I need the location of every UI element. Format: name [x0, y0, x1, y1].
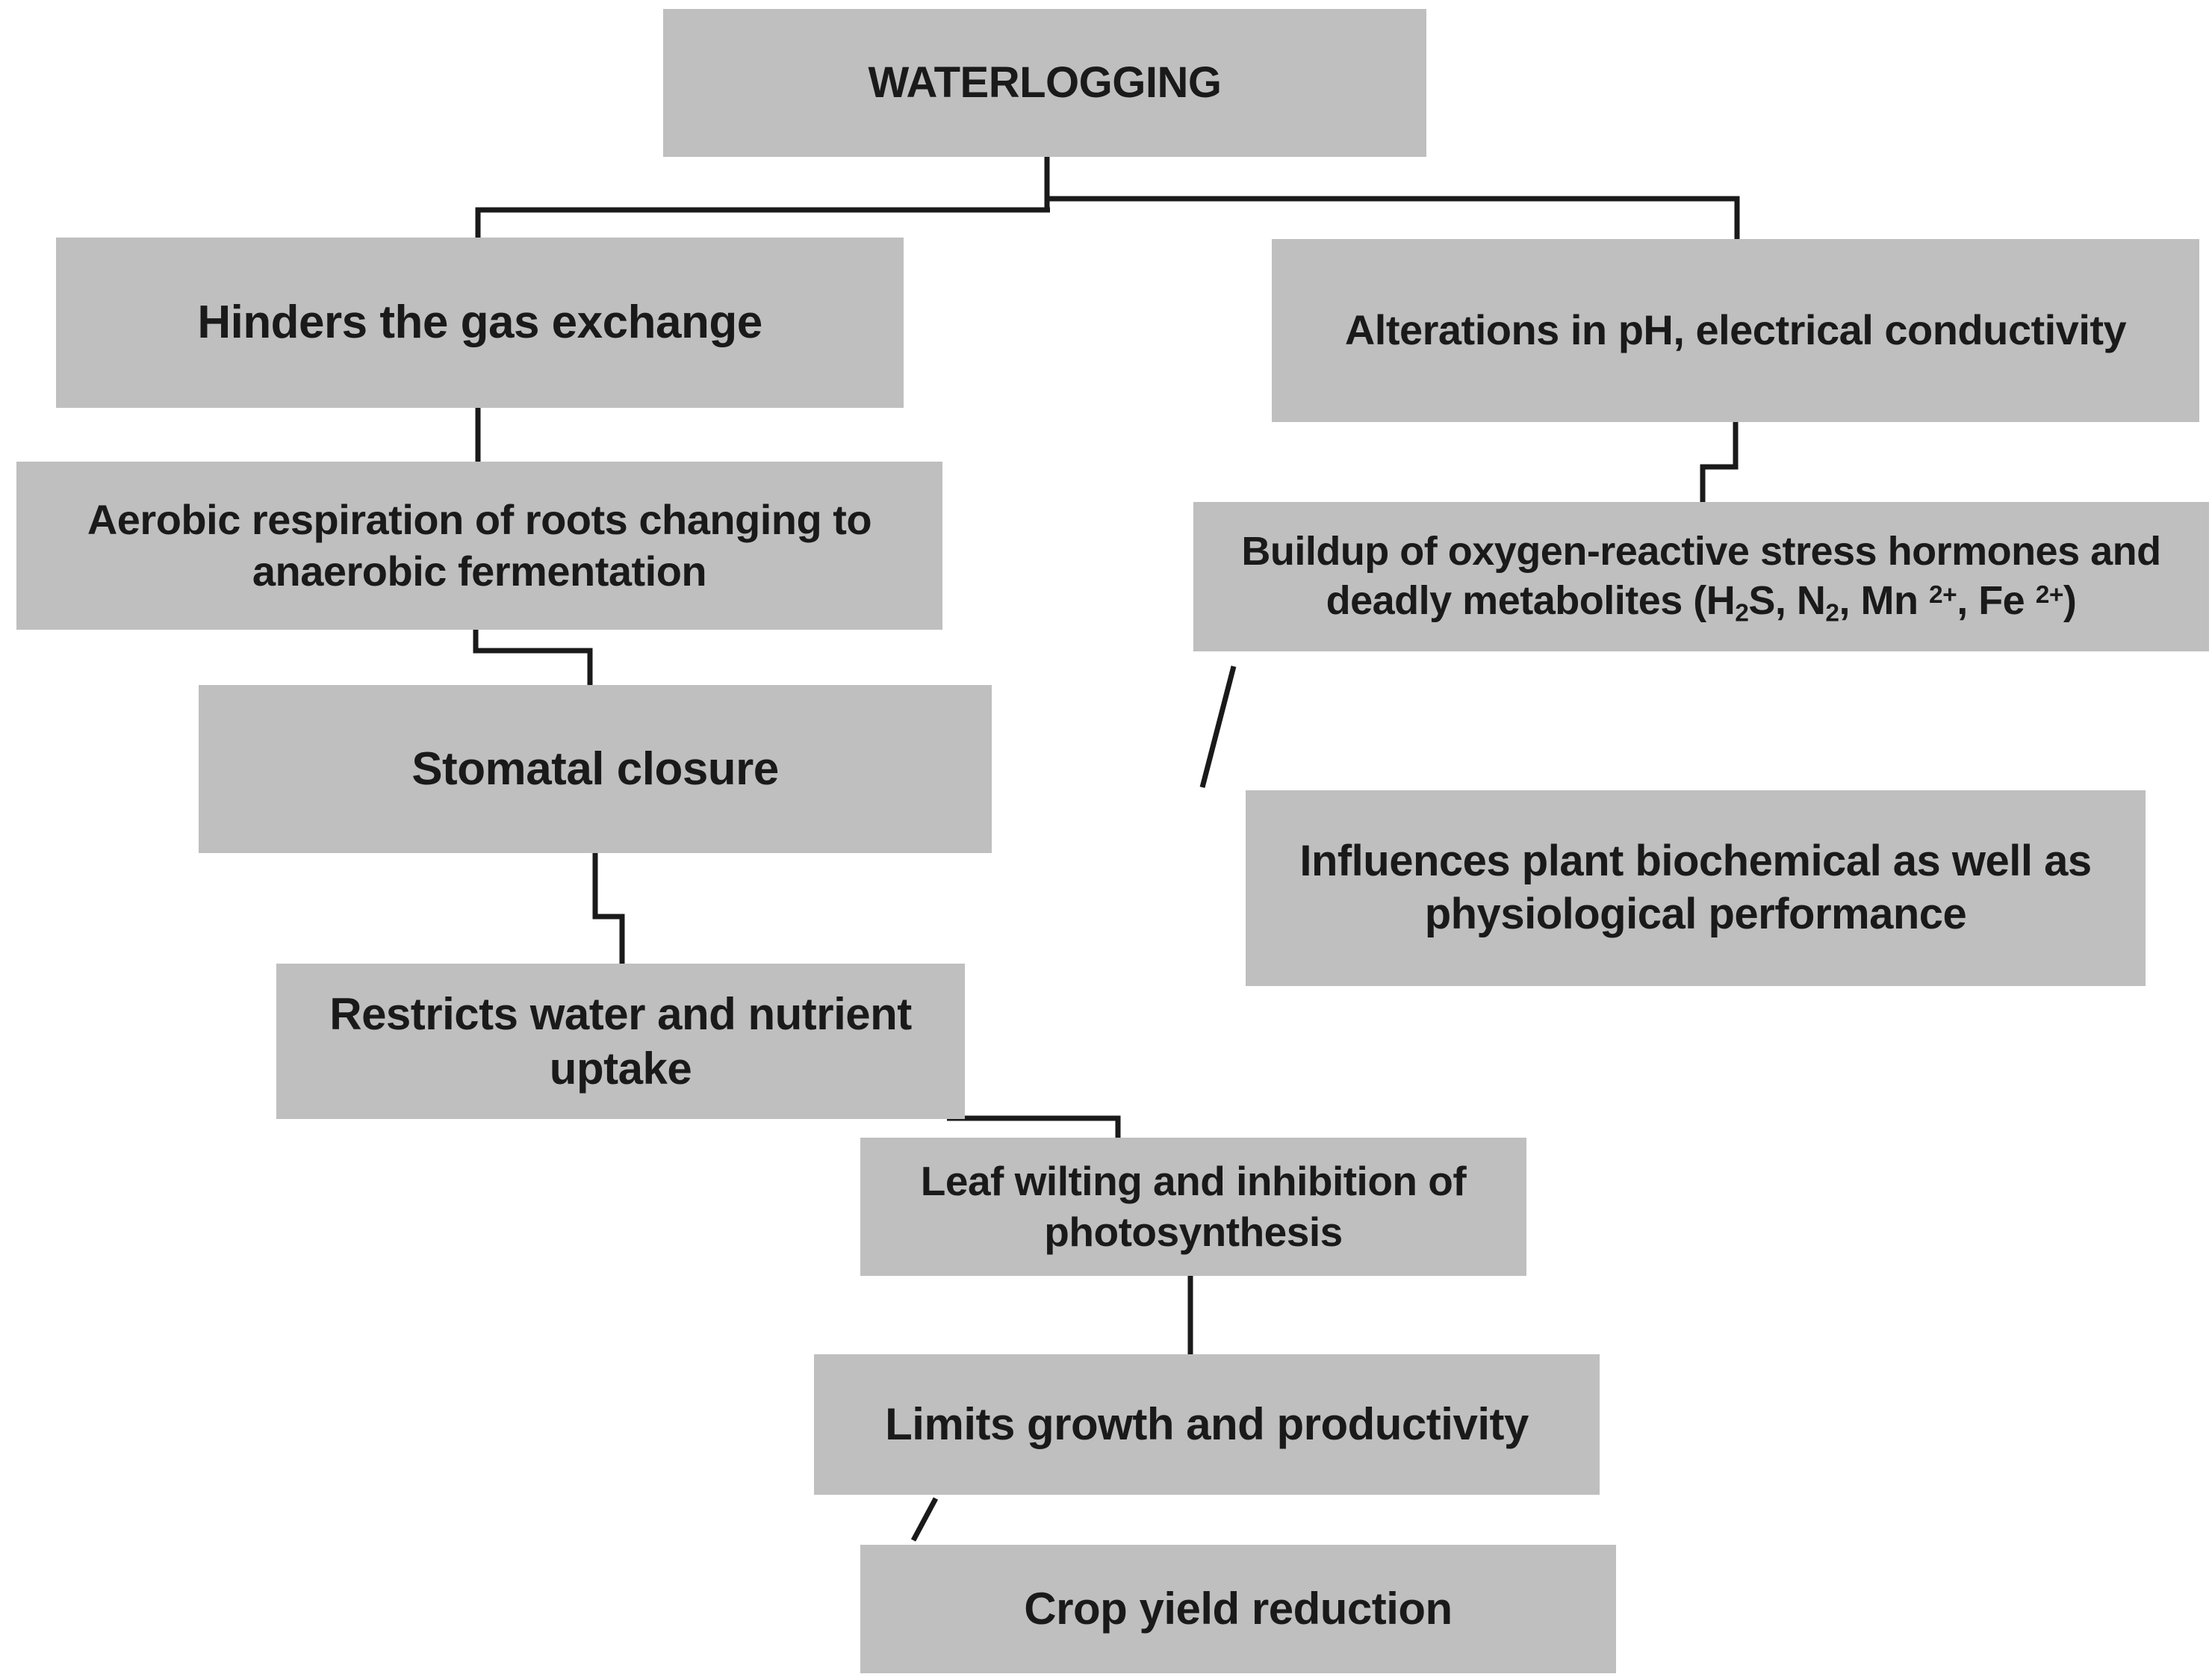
connector-alterations-to-buildup: [1700, 422, 1739, 502]
node-buildup-stress-hormones: Buildup of oxygen-reactive stress hormon…: [1193, 502, 2209, 651]
node-aerobic-label: Aerobic respiration of roots changing to…: [87, 496, 872, 595]
node-aerobic-to-anaerobic: Aerobic respiration of roots changing to…: [16, 462, 942, 630]
buildup-line2-text: S, N: [1748, 578, 1826, 623]
node-restricts-label: Restricts water and nutrient uptake: [329, 988, 912, 1094]
node-hinders-gas-exchange: Hinders the gas exchange: [56, 238, 904, 408]
buildup-line2-text: deadly metabolites (H: [1326, 578, 1736, 623]
connector-aerobic-to-stomatal: [473, 630, 593, 685]
buildup-line2-text: , Fe: [1957, 578, 2036, 623]
connector-restricts-to-leaf: [947, 1115, 1121, 1138]
node-alterations-ph-conductivity: Alterations in pH, electrical conductivi…: [1272, 239, 2199, 422]
node-leaf-label: Leaf wilting and inhibition of photosynt…: [920, 1158, 1467, 1255]
node-leaf-wilting: Leaf wilting and inhibition of photosynt…: [860, 1138, 1526, 1276]
buildup-line2-text: , Mn: [1839, 578, 1930, 623]
node-crop-label: Crop yield reduction: [1024, 1584, 1453, 1634]
chem-subscript: 2: [1735, 599, 1749, 627]
node-waterlogging: WATERLOGGING: [663, 9, 1426, 157]
chem-subscript: 2: [1825, 599, 1839, 627]
node-influences-label: Influences plant biochemical as well as …: [1299, 837, 2092, 938]
node-restricts-uptake: Restricts water and nutrient uptake: [276, 964, 965, 1119]
connector-stomatal-to-restricts: [592, 853, 625, 964]
node-alterations-label: Alterations in pH, electrical conductivi…: [1344, 306, 2127, 354]
connector-waterlogging-to-alterations: [1047, 196, 1740, 241]
connector-buildup-to-influences: [1199, 666, 1237, 788]
connector-limits-to-crop: [910, 1497, 939, 1542]
buildup-line1: Buildup of oxygen-reactive stress hormon…: [1241, 529, 2161, 574]
chem-superscript: 2+: [2035, 580, 2064, 609]
node-hinders-label: Hinders the gas exchange: [197, 297, 762, 349]
node-crop-yield-reduction: Crop yield reduction: [860, 1545, 1616, 1673]
node-limits-growth: Limits growth and productivity: [814, 1354, 1600, 1495]
node-stomatal-label: Stomatal closure: [411, 743, 779, 795]
chem-superscript: 2+: [1929, 580, 1957, 609]
buildup-line2-text: ): [2063, 578, 2077, 623]
node-stomatal-closure: Stomatal closure: [199, 685, 992, 853]
node-limits-label: Limits growth and productivity: [885, 1399, 1529, 1450]
node-influences-performance: Influences plant biochemical as well as …: [1246, 790, 2146, 986]
connector-waterlogging-to-hinders: [475, 207, 1050, 238]
node-waterlogging-label: WATERLOGGING: [868, 58, 1222, 107]
node-buildup-label: Buildup of oxygen-reactive stress hormon…: [1241, 527, 2161, 627]
